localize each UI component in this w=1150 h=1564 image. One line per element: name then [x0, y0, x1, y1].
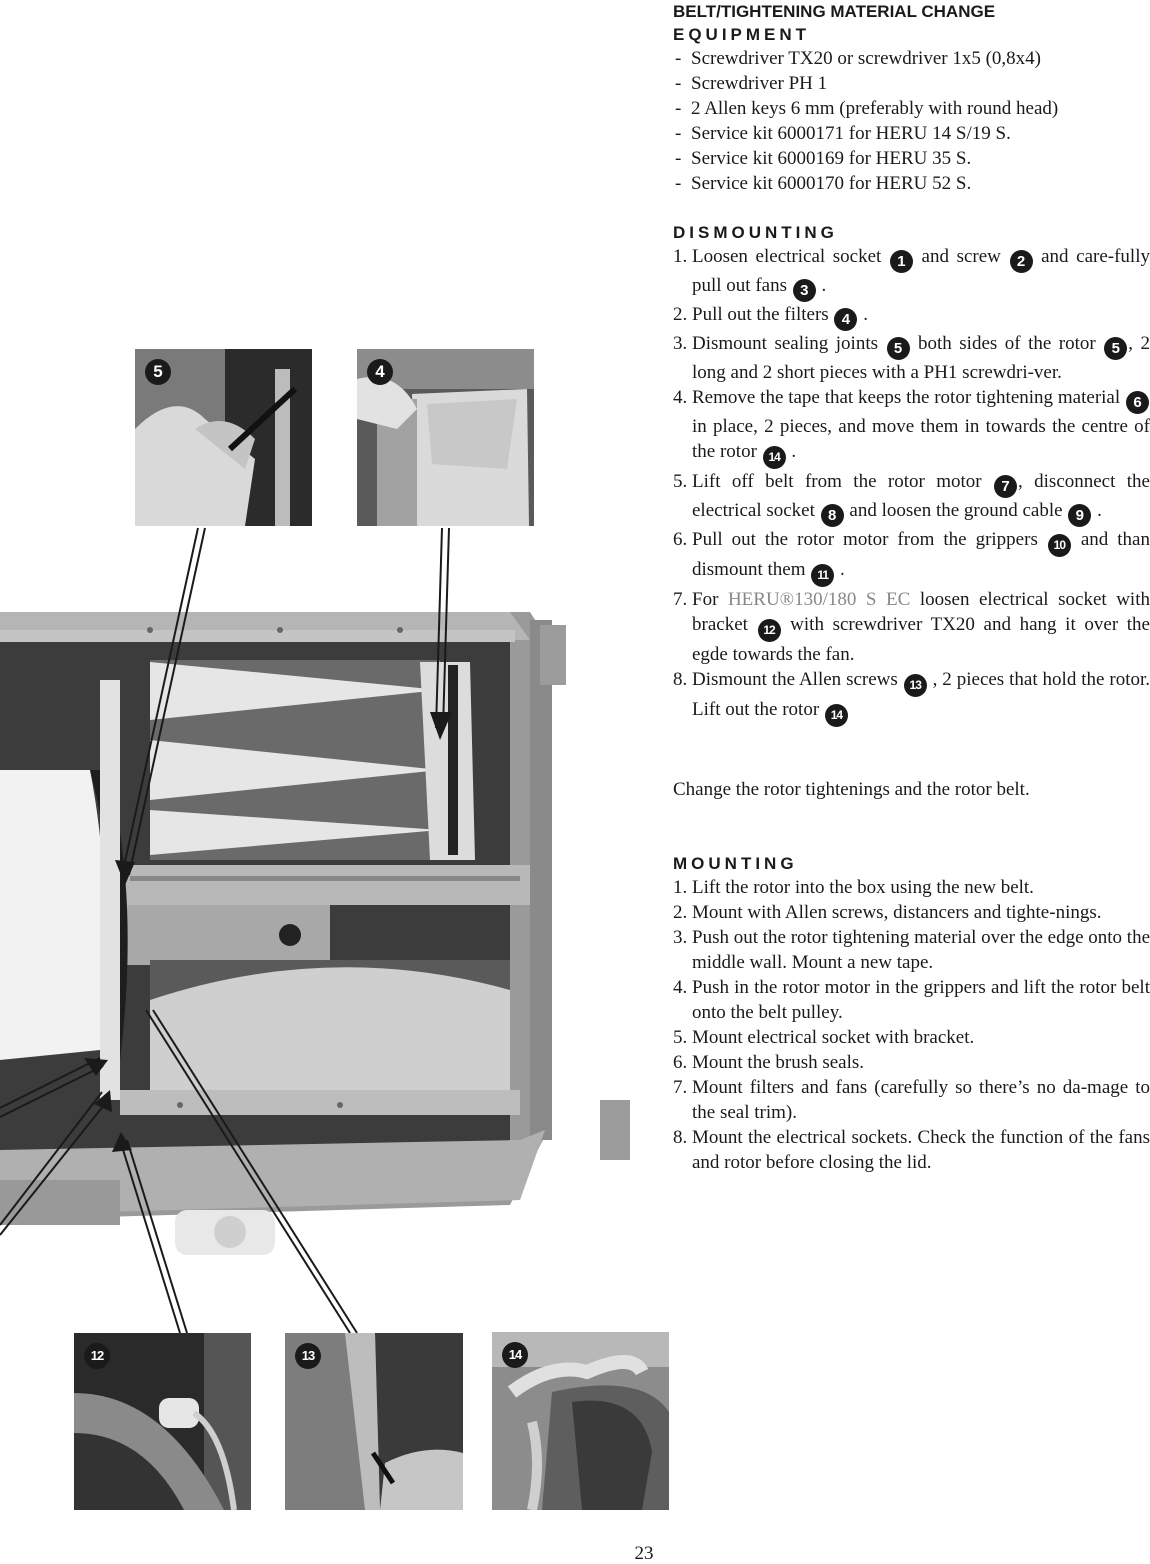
callout-5: 5 — [1104, 337, 1128, 360]
mount-step: 1.Lift the rotor into the box using the … — [673, 877, 1034, 898]
callout-badge-13: 13 — [295, 1343, 321, 1369]
dismounting-steps: 1.Loosen electrical socket 1 and screw 2… — [673, 244, 1150, 727]
dismount-step-5: 5.Lift off belt from the rotor motor 7, … — [673, 469, 1150, 527]
callout-5: 5 — [886, 337, 910, 360]
callout-1: 1 — [889, 250, 913, 273]
photo-electrical-socket-bracket: 12 — [74, 1333, 251, 1510]
product-name: HERU®130/180 S EC — [727, 589, 911, 610]
ventilation-unit-drawing — [0, 612, 630, 1255]
mount-step: 6.Mount the brush seals. — [673, 1052, 865, 1073]
photo-sealing-joints-image — [135, 349, 312, 526]
equipment-list: Screwdriver TX20 or screwdriver 1x5 (0,8… — [673, 46, 1150, 196]
mount-step: 2.Mount with Allen screws, distancers an… — [673, 902, 1102, 923]
mounting-heading: MOUNTING — [673, 854, 798, 873]
page-number: 23 — [634, 1543, 654, 1564]
callout-6: 6 — [1126, 391, 1149, 414]
dismount-step-7: 7.For HERU®130/180 S EC loosen electrica… — [673, 589, 1150, 665]
dismount-step-4: 4.Remove the tape that keeps the rotor t… — [673, 385, 1150, 469]
photo-electrical-socket-bracket-image — [74, 1333, 251, 1510]
dismount-step-3: 3.Dismount sealing joints 5 both sides o… — [673, 333, 1150, 383]
equipment-item: 2 Allen keys 6 mm (preferably with round… — [673, 96, 1150, 121]
equipment-heading: EQUIPMENT — [673, 25, 811, 44]
dismount-step-1: 1.Loosen electrical socket 1 and screw 2… — [673, 244, 1150, 302]
callout-12: 12 — [757, 619, 781, 642]
dismount-step-2: 2.Pull out the filters 4 . — [673, 302, 1150, 331]
page-title: BELT/TIGHTENING MATERIAL CHANGE — [673, 2, 996, 21]
callout-13: 13 — [903, 674, 927, 697]
callout-badge-5: 5 — [145, 359, 171, 385]
callout-14: 14 — [762, 446, 786, 469]
mounting-steps: 1.Lift the rotor into the box using the … — [673, 875, 1150, 1175]
photo-allen-screws-image — [285, 1333, 463, 1510]
equipment-item: Service kit 6000171 for HERU 14 S/19 S. — [673, 121, 1150, 146]
mount-step: 3.Push out the rotor tightening material… — [673, 927, 1150, 973]
dismount-step-8: 8.Dismount the Allen screws 13 , 2 piece… — [673, 667, 1150, 727]
callout-7: 7 — [994, 475, 1017, 498]
photo-lift-rotor: 14 — [492, 1332, 669, 1510]
callout-11: 11 — [811, 564, 835, 587]
photo-allen-screws: 13 — [285, 1333, 463, 1510]
equipment-item: Service kit 6000169 for HERU 35 S. — [673, 146, 1150, 171]
equipment-item: Service kit 6000170 for HERU 52 S. — [673, 171, 1150, 196]
photo-filters-image — [357, 349, 534, 526]
callout-badge-12: 12 — [84, 1343, 110, 1369]
photo-filters: 4 — [357, 349, 534, 526]
photo-sealing-joints: 5 — [135, 349, 312, 526]
callout-4: 4 — [834, 308, 858, 331]
callout-2: 2 — [1009, 250, 1033, 273]
mount-step: 7.Mount filters and fans (carefully so t… — [673, 1077, 1150, 1123]
mount-step: 5.Mount electrical socket with bracket. — [673, 1027, 975, 1048]
change-note: Change the rotor tightenings and the rot… — [673, 779, 1030, 800]
callout-badge-14: 14 — [502, 1342, 528, 1368]
callout-3: 3 — [792, 279, 816, 302]
callout-badge-4: 4 — [367, 359, 393, 385]
mount-step: 4.Push in the rotor motor in the gripper… — [673, 977, 1150, 1023]
callout-9: 9 — [1068, 504, 1092, 527]
leader-arrowheads — [84, 712, 452, 1152]
equipment-item: Screwdriver TX20 or screwdriver 1x5 (0,8… — [673, 46, 1150, 71]
leader-lines — [0, 527, 450, 1334]
callout-14: 14 — [824, 704, 848, 727]
instructions-column: BELT/TIGHTENING MATERIAL CHANGE EQUIPMEN… — [673, 0, 1150, 1175]
callout-8: 8 — [820, 504, 844, 527]
callout-10: 10 — [1047, 534, 1071, 557]
equipment-item: Screwdriver PH 1 — [673, 71, 1150, 96]
mount-step: 8.Mount the electrical sockets. Check th… — [673, 1127, 1150, 1173]
dismounting-heading: DISMOUNTING — [673, 223, 838, 242]
dismount-step-6: 6.Pull out the rotor motor from the grip… — [673, 527, 1150, 587]
